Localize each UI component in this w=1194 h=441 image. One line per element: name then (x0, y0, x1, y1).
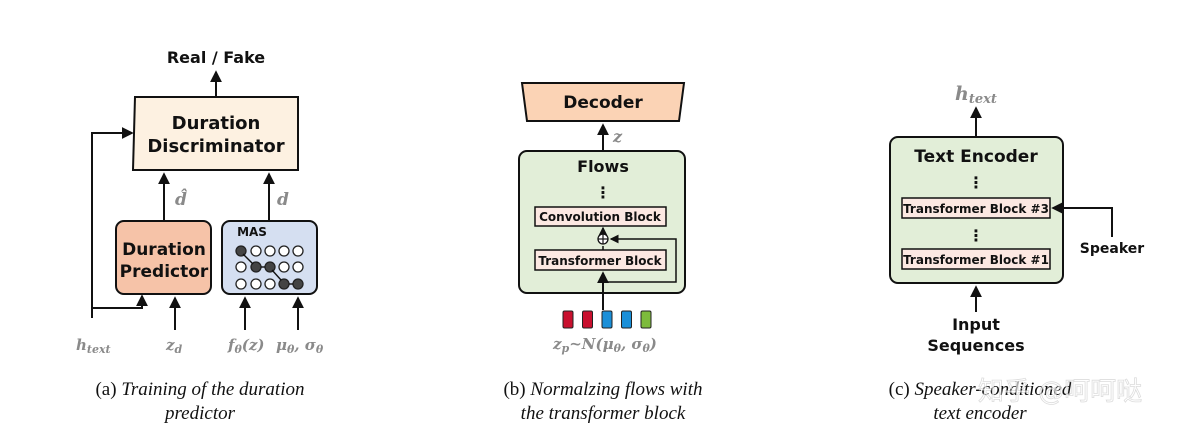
z-label: z (612, 127, 623, 146)
encoder-ellipsis-top: ⋮ (968, 173, 984, 192)
caption-a-line2: predictor (163, 403, 236, 424)
transformer-block-3-label: Transformer Block #3 (903, 202, 1049, 216)
output-h-text: htext (955, 83, 997, 107)
mas-label: MAS (237, 225, 267, 239)
token-2 (582, 310, 593, 329)
predictor-label-line1: Duration (122, 240, 206, 260)
discriminator-label-line2: Discriminator (147, 136, 284, 157)
transformer-block (534, 249, 667, 271)
decoder-label: Decoder (563, 93, 643, 113)
discriminator-label-line1: Duration (172, 113, 261, 134)
flows-ellipsis: ⋮ (595, 183, 611, 202)
input-label-line1: Input (952, 315, 1000, 334)
predictor-label-line2: Predictor (120, 262, 209, 282)
transformer-block-label: Transformer Block (538, 254, 662, 268)
decoder-box (520, 82, 686, 122)
panel-b: Decoder z Flows ⋮ Convolution Block Tran… (503, 82, 703, 424)
panel-c: htext Text Encoder ⋮ Transformer Block #… (889, 83, 1145, 424)
duration-predictor-box (115, 220, 212, 295)
input-label-line2: Sequences (927, 336, 1024, 355)
d-label: d (277, 190, 289, 210)
convolution-block-label: Convolution Block (539, 210, 662, 224)
input-f-theta: fθ(z) (227, 336, 265, 356)
caption-a-line1: (a) Training of the duration (95, 379, 304, 400)
speaker-label: Speaker (1080, 241, 1144, 257)
caption-b-line1: (b) Normalzing flows with (503, 379, 702, 400)
text-encoder-label: Text Encoder (914, 147, 1038, 167)
input-h-text: htext (76, 336, 111, 356)
mas-alignment-grid (235, 245, 304, 290)
watermark: 知乎 @呵呵哒 (978, 377, 1142, 407)
caption-c-line1: (c) Speaker-conditioned (889, 379, 1072, 400)
token-row (562, 310, 652, 329)
caption-c-line2: text encoder (933, 403, 1027, 424)
transformer-block-1-label: Transformer Block #1 (903, 253, 1049, 267)
input-z-d: zd (165, 336, 183, 356)
token-1 (562, 310, 574, 329)
token-5 (640, 310, 652, 329)
htext-to-predictor-arrow (92, 294, 148, 309)
input-mu-sigma: μθ, σθ (276, 336, 324, 356)
panel-a: Real / Fake Duration Discriminator Durat… (76, 48, 324, 424)
flows-label: Flows (577, 157, 629, 176)
transformer-block-1 (901, 248, 1051, 270)
caption-b-line2: the transformer block (521, 403, 686, 424)
real-fake-label: Real / Fake (167, 48, 265, 67)
convolution-block (534, 206, 667, 227)
encoder-ellipsis-bottom: ⋮ (968, 226, 984, 245)
prior-distribution-label: zp~N(μθ, σθ) (552, 335, 657, 355)
speaker-to-block3-arrow (1051, 202, 1113, 237)
transformer-block-3 (901, 197, 1051, 219)
d-hat-label: d̂ (175, 189, 187, 210)
token-4 (621, 310, 632, 329)
token-3 (601, 310, 613, 329)
duration-discriminator-box (131, 96, 299, 171)
htext-to-discriminator-arrow (91, 127, 134, 318)
mas-box (221, 220, 318, 295)
residual-connection (603, 234, 677, 283)
